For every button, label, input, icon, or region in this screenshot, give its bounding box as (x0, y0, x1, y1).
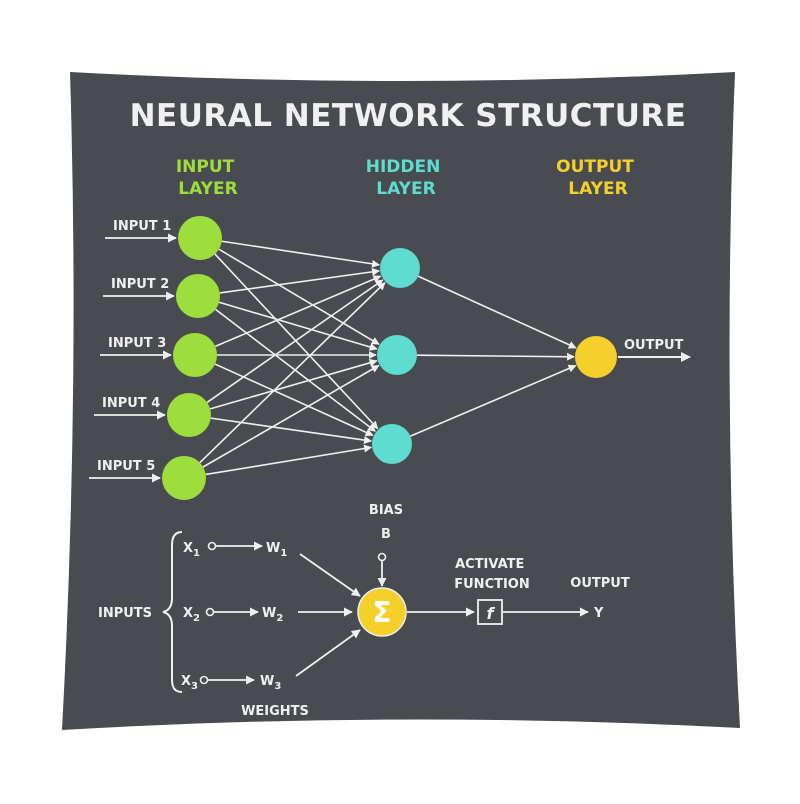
svg-text:X2: X2 (183, 606, 200, 624)
input-arrows (89, 233, 177, 483)
x1-port-circle (207, 541, 217, 551)
inputs-brace (162, 531, 183, 693)
input-label-1: INPUT 1 (113, 219, 171, 234)
pillow-background (62, 72, 740, 730)
x1-label: X1 (183, 541, 200, 559)
input-labels: INPUT 1 INPUT 2 INPUT 3 INPUT 4 INPUT 5 (97, 219, 171, 474)
input-node-1 (178, 216, 222, 260)
bias-port-circle (377, 552, 387, 562)
input-label-3: INPUT 3 (108, 336, 166, 351)
hidden-layer-header: HIDDEN LAYER (366, 157, 447, 199)
svg-text:X3: X3 (181, 674, 198, 692)
edge-input1-hidden2 (218, 248, 380, 345)
x3-port-circle (199, 675, 209, 685)
edge-input2-hidden2 (218, 301, 378, 351)
edge-hidden3-output (410, 364, 577, 437)
network-connections (199, 240, 577, 476)
edge-input4-hidden1 (206, 279, 384, 404)
input-node-3 (173, 333, 217, 377)
w1-label: W1 (266, 541, 287, 559)
x3-label: X3 (181, 674, 198, 692)
edge-hidden2-output (416, 352, 575, 361)
network-output-label: OUTPUT (624, 338, 684, 353)
input-node-5 (162, 456, 206, 500)
edge-input3-hidden3 (214, 363, 374, 437)
perceptron-output-label: OUTPUT (570, 576, 630, 591)
input-label-2: INPUT 2 (111, 277, 169, 292)
input-label-5: INPUT 5 (97, 459, 155, 474)
x2-label: X2 (183, 606, 200, 624)
edge-input5-hidden3 (205, 444, 373, 476)
output-layer-header: OUTPUT LAYER (556, 157, 640, 199)
summation-symbol: Σ (372, 596, 391, 629)
output-symbol: Y (593, 606, 604, 621)
edge-input5-hidden2 (202, 364, 380, 468)
inputs-label: INPUTS (98, 606, 152, 621)
hidden-node-3 (372, 424, 412, 464)
activation-function-box (477, 599, 503, 625)
diagram-title: NEURAL NETWORK STRUCTURE (130, 98, 687, 134)
edge-input1-hidden3 (214, 253, 379, 430)
svg-text:X1: X1 (183, 541, 200, 559)
network-nodes (162, 216, 617, 500)
output-node (575, 336, 617, 378)
hidden-node-1 (380, 248, 420, 288)
input-label-4: INPUT 4 (102, 396, 160, 411)
w3-label: W3 (260, 674, 281, 692)
bias-symbol: B (381, 527, 391, 542)
summation-node (357, 587, 407, 637)
function-symbol: f (487, 604, 496, 623)
bias-label: BIAS (369, 503, 403, 518)
w2-label: W2 (262, 606, 283, 624)
edge-input1-hidden1 (221, 240, 381, 268)
input-node-4 (167, 393, 211, 437)
edge-input4-hidden3 (210, 417, 373, 444)
input-node-2 (176, 274, 220, 318)
w1-to-sum-arrow (299, 553, 361, 597)
weights-label: WEIGHTS (241, 704, 309, 719)
perceptron: INPUTS X1 X2 X3 W1 W2 W3 (98, 503, 630, 719)
edge-input3-hidden1 (214, 275, 382, 348)
w3-to-sum-arrow (295, 629, 361, 677)
input-layer-header: INPUT LAYER (176, 157, 240, 199)
edge-input2-hidden1 (219, 267, 380, 294)
activate-function-label: ACTIVATE FUNCTION (454, 557, 530, 592)
edge-input4-hidden2 (209, 358, 378, 410)
edge-hidden1-output (417, 275, 577, 349)
edge-input5-hidden1 (199, 282, 386, 464)
hidden-node-2 (377, 335, 417, 375)
x2-port-circle (205, 607, 215, 617)
